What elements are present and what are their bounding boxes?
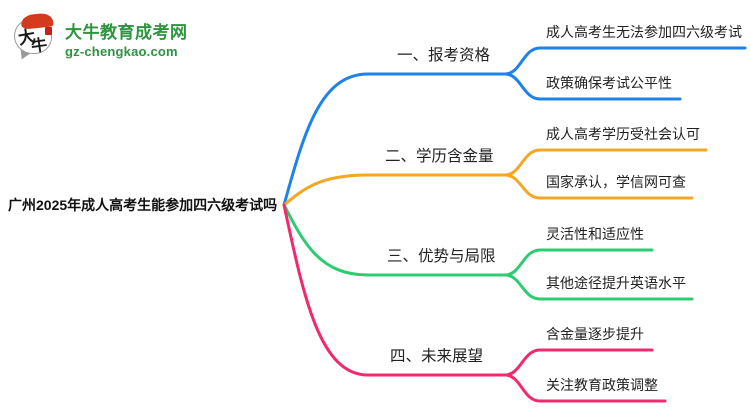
branch-label-youshi-juxian: 三、优势与局限 <box>387 248 496 265</box>
logo-text-block: 大牛教育成考网 gz-chengkao.com <box>65 8 188 59</box>
branch-label-xueli-hanjinliang: 二、学历含金量 <box>385 148 494 165</box>
leaf-node: 成人高考生无法参加四六级考试 <box>546 24 742 40</box>
logo-bubble-icon: 大 牛 <box>12 10 58 61</box>
leaf-node: 国家承认，学信网可查 <box>546 174 686 190</box>
leaf-node: 含金量逐步提升 <box>546 326 644 342</box>
leaf-node: 关注教育政策调整 <box>546 377 658 393</box>
site-logo: 大 牛 大牛教育成考网 gz-chengkao.com <box>12 8 188 61</box>
red-seal-icon <box>45 26 52 35</box>
leaf-node: 其他途径提升英语水平 <box>546 275 686 291</box>
root-node: 广州2025年成人高考生能参加四六级考试吗 <box>8 197 278 213</box>
leaf-node: 成人高考学历受社会认可 <box>546 126 700 142</box>
logo-site-url: gz-chengkao.com <box>65 44 178 59</box>
leaf-node: 政策确保考试公平性 <box>546 75 672 91</box>
logo-site-name: 大牛教育成考网 <box>65 23 188 42</box>
leaf-node: 灵活性和适应性 <box>546 226 644 242</box>
branch-label-baokao-zige: 一、报考资格 <box>397 47 491 64</box>
branch-label-weilai-zhanwang: 四、未来展望 <box>390 348 484 365</box>
